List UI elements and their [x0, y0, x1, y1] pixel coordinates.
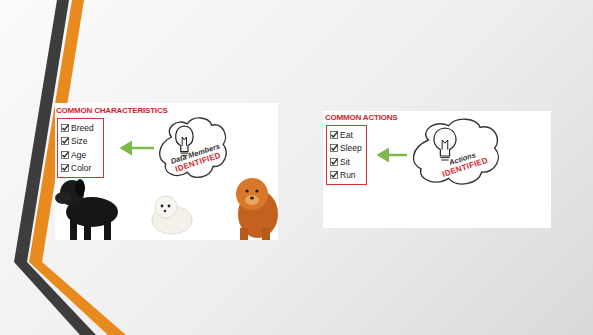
orange-dog [236, 178, 278, 240]
checklist-row: Eat [330, 128, 364, 142]
checklist-box: COMMON ACTIONSEatSleepSitRun [326, 125, 367, 185]
checklist-item: Color [71, 163, 91, 173]
checkbox-icon [330, 171, 338, 179]
checklist-item: Sit [340, 157, 350, 167]
checkbox-icon [330, 158, 338, 166]
arrow-connector [122, 147, 154, 150]
checkbox-icon [330, 144, 338, 152]
checklist-item: Age [71, 150, 86, 160]
checklist-item: Eat [340, 130, 353, 140]
checklist-item: Run [340, 170, 356, 180]
black-dog [55, 179, 118, 240]
checklist-item: Breed [71, 123, 94, 133]
checklist-item: Sleep [340, 143, 362, 153]
checklist-row: Sit [330, 155, 364, 169]
checkbox-icon [61, 137, 69, 145]
thought-cloud: ActionsIDENTIFIED [410, 116, 502, 188]
checkbox-icon [61, 151, 69, 159]
list-heading: COMMON ACTIONS [325, 113, 397, 122]
checkbox-icon [61, 124, 69, 132]
cloud-outline [410, 116, 502, 188]
thought-cloud: Data MembersIDENTIFIED [157, 115, 229, 181]
checklist-row: Color [61, 162, 101, 176]
checkbox-icon [61, 164, 69, 172]
checklist-item: Size [71, 136, 88, 146]
checklist-row: Age [61, 148, 101, 162]
lightbulb-symbol [434, 128, 456, 160]
checkbox-icon [330, 131, 338, 139]
right-picture-panel [323, 111, 551, 228]
white-dog [152, 196, 192, 234]
checklist-row: Sleep [330, 142, 364, 156]
arrow-connector [379, 154, 407, 157]
checklist-row: Run [330, 169, 364, 183]
checklist-box: COMMON CHARACTERISTICSBreedSizeAgeColor [57, 118, 104, 178]
left-picture-panel [55, 103, 278, 240]
list-heading: COMMON CHARACTERISTICS [56, 106, 168, 115]
checklist-row: Size [61, 135, 101, 149]
checklist-row: Breed [61, 121, 101, 135]
